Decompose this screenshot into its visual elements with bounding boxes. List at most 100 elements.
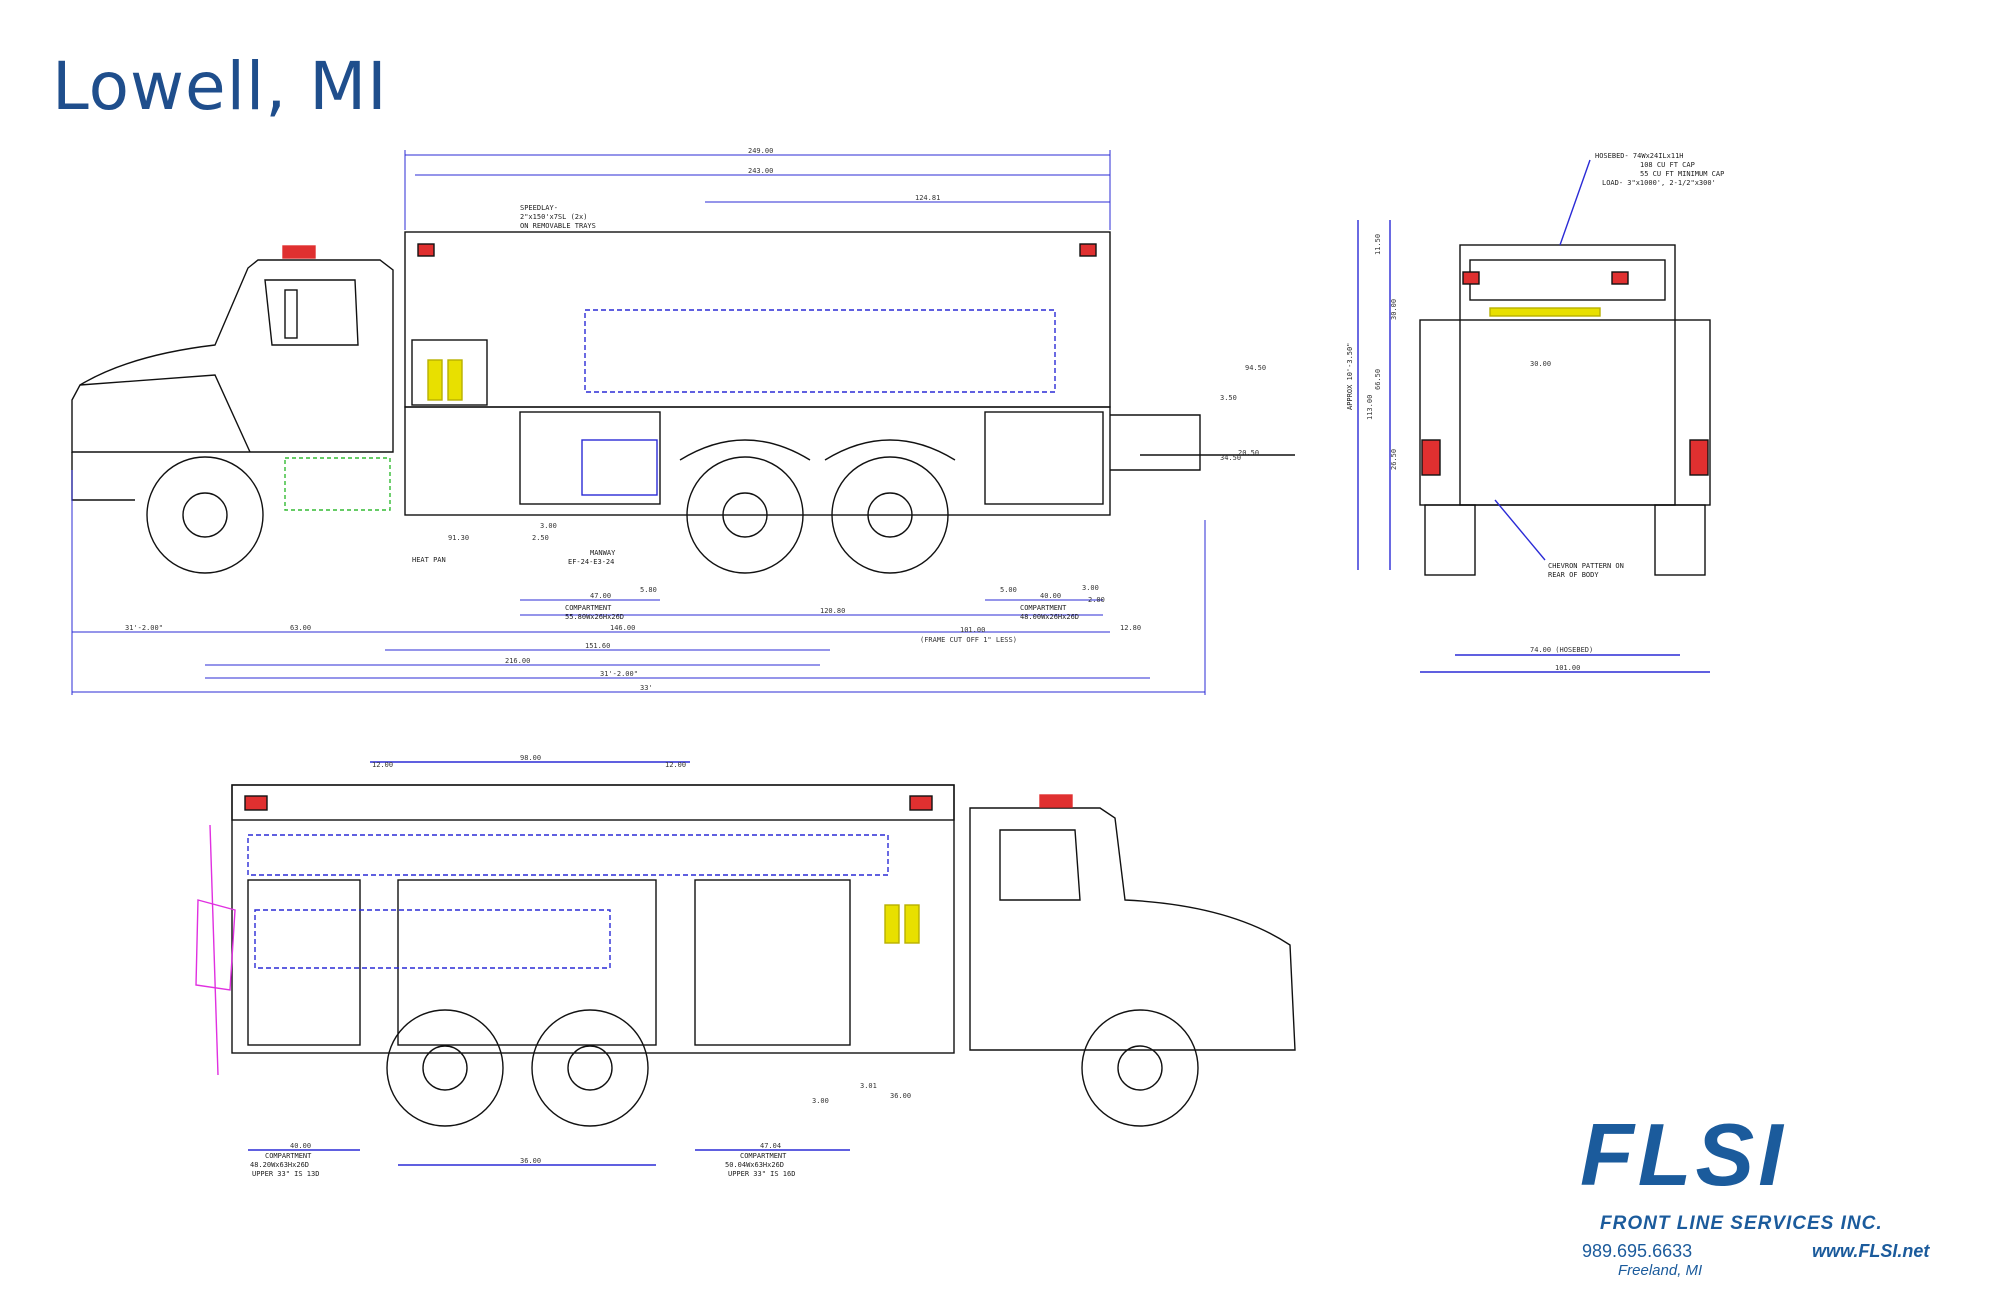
fender-2 [824,439,956,461]
officer-body [231,784,955,1054]
manway-reel [581,439,658,496]
beacon-light [282,245,316,259]
rear-dim-11-50: 11.50 [1374,234,1382,255]
dim-120-80: 120.80 [820,607,845,615]
rear-wheel-1 [686,456,804,574]
dim-47-50: 31'-2.00" [125,624,163,632]
dim-33: 33' [640,684,653,692]
officer-wheel-3 [1081,1009,1199,1127]
officer-cab-window [999,829,1081,901]
dim-216: 216.00 [505,657,530,665]
tail-light-1 [417,243,435,257]
manway-detail: EF-24-E3-24 [568,558,614,566]
manway-note: MANWAY [590,549,616,557]
dim-34-50: 34.50 [1220,454,1241,462]
chevron-note: CHEVRON PATTERN ON [1548,562,1624,570]
dim-2-00: 2.00 [1088,596,1105,604]
officer-door-3 [694,879,851,1046]
tail-light-2 [1079,243,1097,257]
dim-243: 243.00 [748,167,773,175]
dim-3-50: 3.50 [1220,394,1237,402]
top-dimension-lines [404,150,1111,230]
hood-line [79,374,251,453]
rear-dim-113: 113.00 [1366,395,1374,420]
rear-wheel-2 [831,456,949,574]
rear-step [1110,414,1201,471]
flsi-logo: FLSI FRONT LINE SERVICES INC. 989.695.66… [1580,1110,1980,1290]
officer-cab [969,807,1296,1051]
heat-pan-note: HEAT PAN [412,556,446,564]
rear-tire-l [1424,504,1476,576]
compartment-2-label: COMPARTMENT [1020,604,1067,612]
bottom-dimension-lines [71,470,1206,695]
officer-wheel-2 [531,1009,649,1127]
hosebed-note: HOSEBED- 74Wx24ILx11H [1595,152,1684,160]
dim-249: 249.00 [748,147,773,155]
officer-tray [247,834,889,876]
logo-website[interactable]: www.FLSI.net [1812,1241,1930,1261]
dim-151: 151.60 [585,642,610,650]
rear-dim-101: 101.00 [1555,664,1580,672]
dim-36-00-b: 36.00 [890,1092,911,1100]
compartment-1-size: 55.80Wx26Hx26D [565,613,624,621]
rear-light-br [1689,439,1709,476]
rear-hosebed [1469,259,1666,301]
logo-mark: FLSI [1580,1105,1787,1204]
compartment-1-label: COMPARTMENT [565,604,612,612]
logo-company: FRONT LINE SERVICES INC. [1600,1213,1883,1234]
rear-light-l [1462,271,1480,285]
speedlay-compartment [411,339,488,406]
dim-40: 40.00 [1040,592,1061,600]
dim-frame: 101.00 [960,626,985,634]
roll-door-2 [984,411,1104,505]
officer-tail-2 [909,795,933,811]
speedlay-hose-1 [427,359,443,401]
officer-wheel-1 [386,1009,504,1127]
logo-city: Freeland, MI [1618,1262,1703,1279]
rear-dim-hosebed: 74.00 (HOSEBED) [1530,646,1593,654]
rear-body [1459,244,1676,506]
speedlay-detail: 2"x150'x7SL (2x) [520,213,587,221]
officer-door-2 [397,879,657,1046]
rear-dim-66-50: 66.50 [1374,369,1382,390]
dim-63: 63.00 [290,624,311,632]
cab-outline [71,259,394,453]
dim-94-50: 94.50 [1245,364,1266,372]
officer-comp-2-label: COMPARTMENT [740,1152,787,1160]
roll-door-1 [519,411,661,505]
hosebed-min: 55 CU FT MINIMUM CAP [1640,170,1724,178]
officer-hose-area [254,909,611,969]
fender-1 [679,439,811,461]
mirror [284,289,298,339]
tank-body [404,231,1111,408]
dim-31-2: 31'-2.00" [600,670,638,678]
dim-124: 124.81 [915,194,940,202]
logo-phone: 989.695.6633 [1582,1241,1693,1261]
chevron-strip [1489,307,1601,317]
rear-center-dim: 30.00 [1530,360,1551,368]
chevron-leader [1494,499,1546,561]
rear-tire-r [1654,504,1706,576]
speedlay-hose-2 [447,359,463,401]
dim-3-00-b: 3.00 [1082,584,1099,592]
officer-comp-1-label: COMPARTMENT [265,1152,312,1160]
officer-beacon [1039,794,1073,808]
dim-98: 98.00 [520,754,541,762]
driver-side-view: 249.00 243.00 124.81 [71,147,1295,695]
frame-note: (FRAME CUT OFF 1" LESS) [920,636,1017,644]
officer-comp-2-upper: UPPER 33" IS 16D [728,1170,795,1178]
dim-40-officer: 40.00 [290,1142,311,1150]
officer-side-view: 12.00 98.00 12.00 40.00 COMPARTMENT 48.2… [195,754,1296,1178]
hosebed-leader [1559,159,1591,246]
officer-comp-1-upper: UPPER 33" IS 13D [252,1170,319,1178]
speedlay-note: SPEEDLAY- [520,204,558,212]
rear-view: HOSEBED- 74Wx24ILx11H 108 CU FT CAP 55 C… [1346,152,1724,673]
dim-20-50: 20.50 [1238,449,1259,457]
dim-36-00: 36.00 [520,1157,541,1165]
officer-speedlay-2 [904,904,920,944]
dim-3-01: 3.01 [860,1082,877,1090]
dim-3-00: 3.00 [540,522,557,530]
dim-5-80: 5.80 [640,586,657,594]
cab-window [264,279,359,346]
